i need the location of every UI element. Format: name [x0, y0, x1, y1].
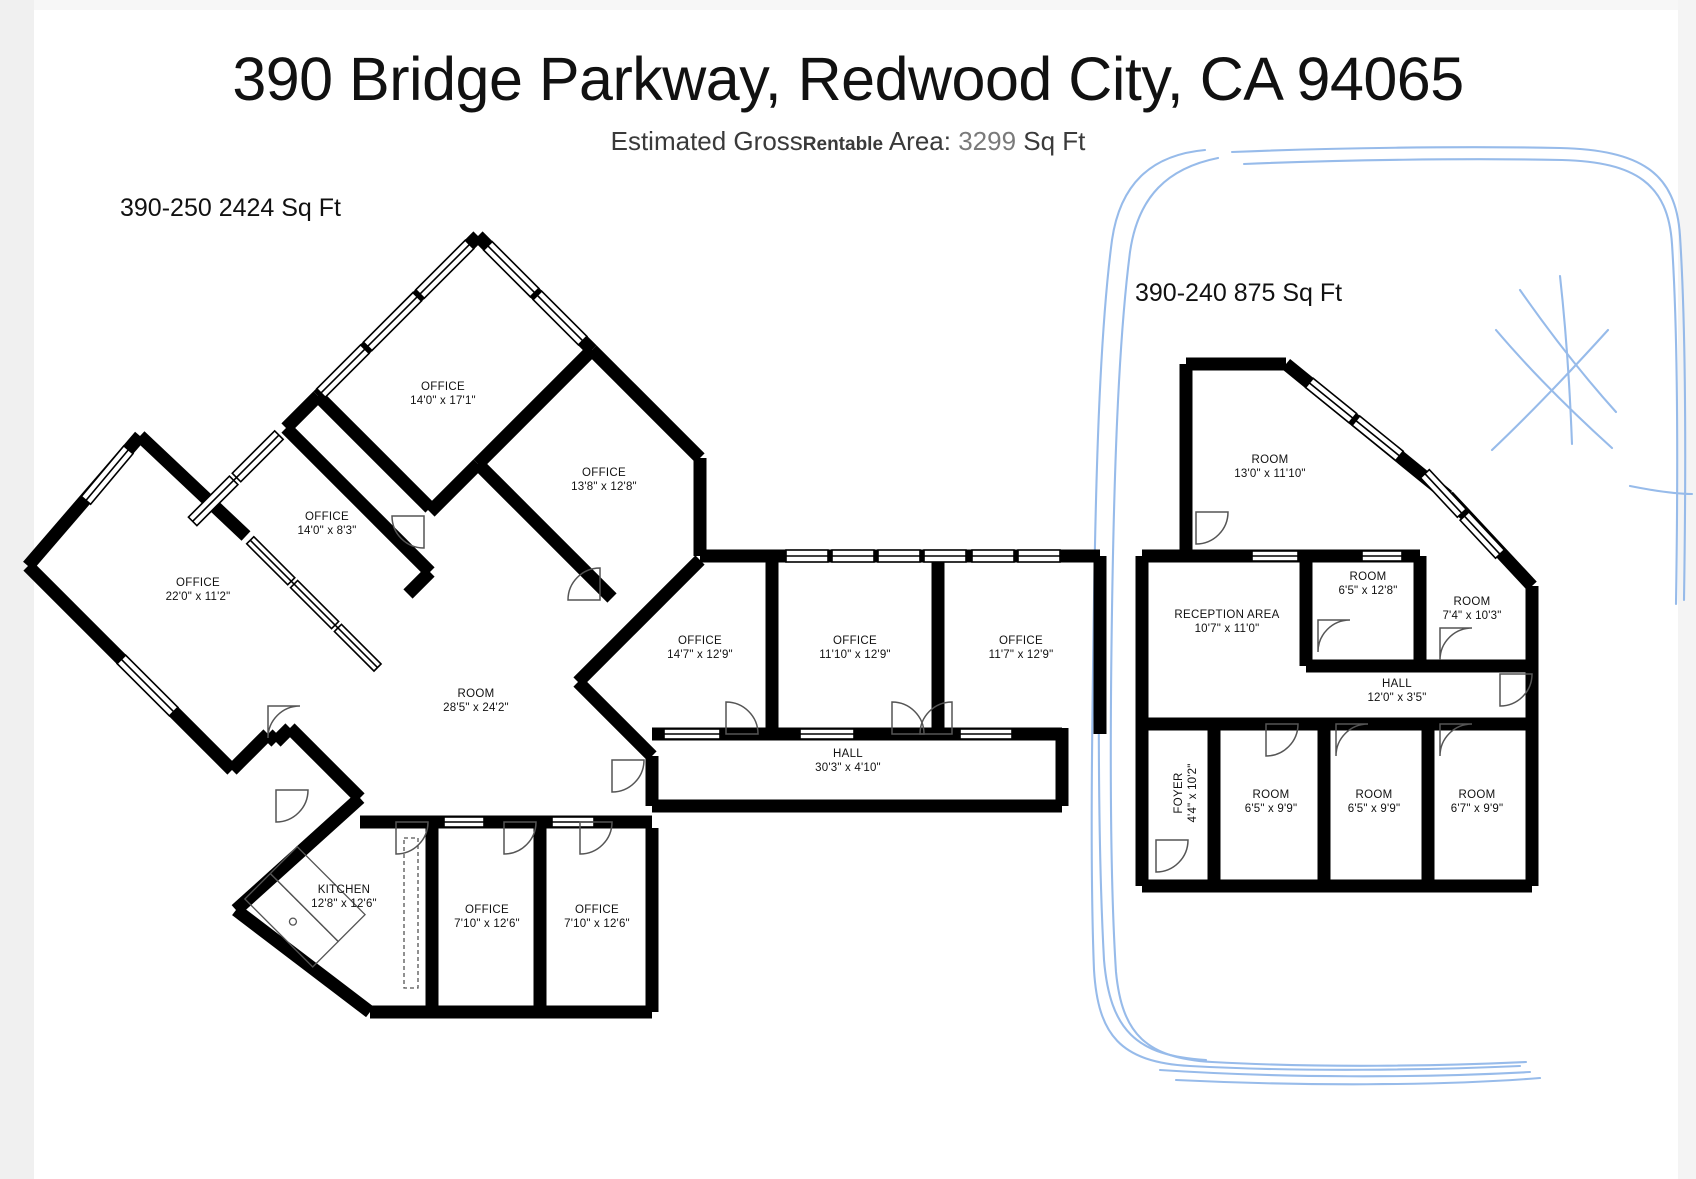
- room-name: ROOM: [1253, 789, 1290, 801]
- room-name: OFFICE: [833, 635, 877, 647]
- room-name: ROOM: [1356, 789, 1393, 801]
- subtitle-prefix: Estimated Gross: [610, 126, 803, 156]
- subtitle-mid: Area:: [883, 126, 959, 156]
- room-dimensions: 12'8" x 12'6": [311, 898, 377, 910]
- room-label: OFFICE 7'10" x 12'6": [564, 904, 630, 930]
- room-label: OFFICE 11'7" x 12'9": [989, 635, 1054, 661]
- room-dimensions: 28'5" x 24'2": [443, 702, 509, 714]
- room-dimensions: 14'0" x 8'3": [297, 525, 356, 537]
- room-label: OFFICE 11'10" x 12'9": [819, 635, 890, 661]
- room-name: ROOM: [1350, 571, 1387, 583]
- room-label: ROOM 6'7" x 9'9": [1451, 789, 1503, 815]
- subtitle-rentable: Rentable: [802, 134, 884, 155]
- room-dimensions: 13'8" x 12'8": [571, 481, 637, 493]
- room-dimensions: 14'0" x 17'1": [410, 395, 476, 407]
- room-label: RECEPTION AREA 10'7" x 11'0": [1174, 609, 1279, 635]
- room-dimensions: 7'4" x 10'3": [1442, 610, 1501, 622]
- room-label: ROOM 13'0" x 11'10": [1234, 454, 1305, 480]
- room-dimensions: 13'0" x 11'10": [1234, 468, 1305, 480]
- room-name: OFFICE: [465, 904, 509, 916]
- room-name: HALL: [1382, 678, 1412, 690]
- room-dimensions: 30'3" x 4'10": [815, 762, 881, 774]
- room-dimensions: 6'5" x 9'9": [1245, 803, 1297, 815]
- room-name: OFFICE: [575, 904, 619, 916]
- room-label: ROOM 6'5" x 9'9": [1348, 789, 1400, 815]
- room-dimensions: 22'0" x 11'2": [166, 591, 231, 603]
- room-name: KITCHEN: [318, 884, 371, 896]
- page-left-edge: [0, 0, 34, 1179]
- page-title: 390 Bridge Parkway, Redwood City, CA 940…: [232, 45, 1464, 113]
- room-dimensions: 11'10" x 12'9": [819, 649, 890, 661]
- room-dimensions: 12'0" x 3'5": [1367, 692, 1426, 704]
- room-label: OFFICE 13'8" x 12'8": [571, 467, 637, 493]
- room-dimensions: 6'5" x 9'9": [1348, 803, 1400, 815]
- room-label: ROOM 7'4" x 10'3": [1442, 596, 1501, 622]
- room-dimensions: 10'7" x 11'0": [1195, 623, 1260, 635]
- room-label: OFFICE 22'0" x 11'2": [166, 577, 231, 603]
- room-name: ROOM: [1454, 596, 1491, 608]
- room-dimensions: 14'7" x 12'9": [667, 649, 733, 661]
- room-name: OFFICE: [176, 577, 220, 589]
- page-top-edge: [34, 0, 1678, 10]
- room-label: OFFICE 14'0" x 8'3": [297, 511, 356, 537]
- room-dimensions: 7'10" x 12'6": [454, 918, 520, 930]
- room-label: OFFICE 14'7" x 12'9": [667, 635, 733, 661]
- subtitle-suffix: Sq Ft: [1016, 126, 1086, 156]
- room-name: OFFICE: [678, 635, 722, 647]
- room-name: ROOM: [458, 688, 495, 700]
- suite-390-240-plan: ROOM 13'0" x 11'10" RECEPTION AREA 10'7" x …: [1135, 357, 1539, 893]
- room-dimensions: 11'7" x 12'9": [989, 649, 1054, 661]
- room-name: OFFICE: [305, 511, 349, 523]
- room-name: HALL: [833, 748, 863, 760]
- room-label: ROOM 6'5" x 9'9": [1245, 789, 1297, 815]
- room-label: HALL 12'0" x 3'5": [1367, 678, 1426, 704]
- room-name: OFFICE: [421, 381, 465, 393]
- suite-label-390-240: 390-240 875 Sq Ft: [1135, 279, 1343, 307]
- page-subtitle: Estimated GrossRentable Area: 3299 Sq Ft: [0, 126, 1696, 160]
- subtitle-area-value: 3299: [958, 126, 1017, 156]
- room-name: OFFICE: [582, 467, 626, 479]
- room-label: OFFICE 7'10" x 12'6": [454, 904, 520, 930]
- room-label: HALL 30'3" x 4'10": [815, 748, 881, 774]
- suite-label-390-250: 390-250 2424 Sq Ft: [120, 194, 341, 222]
- room-dimensions: 4'4" x 10'2": [1187, 763, 1199, 822]
- room-name: FOYER: [1173, 772, 1185, 813]
- blue-annotation-scribble: [1090, 146, 1694, 1086]
- room-label: ROOM 28'5" x 24'2": [443, 688, 509, 714]
- room-name: RECEPTION AREA: [1174, 609, 1279, 621]
- room-label: ROOM 6'5" x 12'8": [1338, 571, 1397, 597]
- room-label: KITCHEN 12'8" x 12'6": [311, 884, 377, 910]
- room-name: ROOM: [1252, 454, 1289, 466]
- room-dimensions: 6'7" x 9'9": [1451, 803, 1503, 815]
- room-name: OFFICE: [999, 635, 1043, 647]
- room-dimensions: 7'10" x 12'6": [564, 918, 630, 930]
- room-name: ROOM: [1459, 789, 1496, 801]
- room-dimensions: 6'5" x 12'8": [1338, 585, 1397, 597]
- right-suite-room-labels: ROOM 13'0" x 11'10" RECEPTION AREA 10'7" x …: [1173, 454, 1503, 823]
- room-label: OFFICE 14'0" x 17'1": [410, 381, 476, 407]
